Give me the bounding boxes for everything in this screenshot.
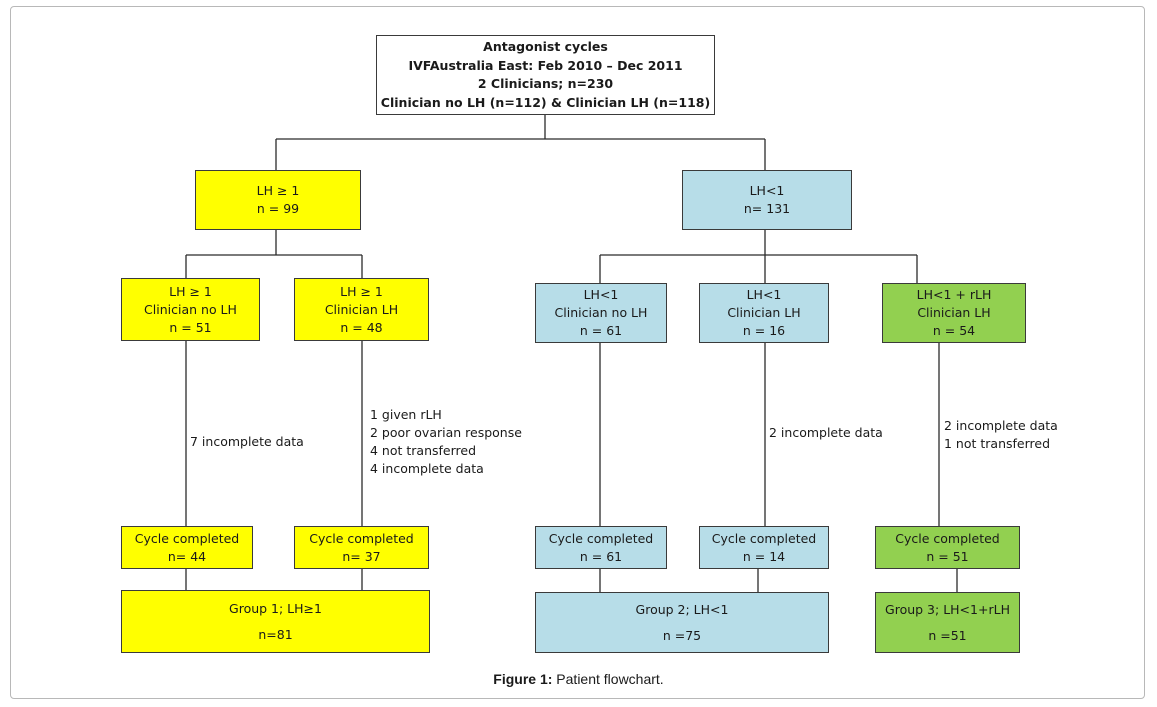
note-line: 2 incomplete data [944,418,1058,433]
box-count: n = 99 [256,201,300,216]
lh-high-clinician-nolh-box: LH ≥ 1 Clinician no LH n = 51 [121,278,260,341]
root-line-2: IVFAustralia East: Feb 2010 – Dec 2011 [408,57,683,73]
box-label: LH<1 [583,287,619,302]
lh-high-clinician-lh-box: LH ≥ 1 Clinician LH n = 48 [294,278,429,341]
note-low-lh: 2 incomplete data [769,424,883,442]
note-high-lh: 1 given rLH 2 poor ovarian response 4 no… [370,406,522,478]
box-count: n= 37 [342,548,381,564]
box-label: LH<1 [746,287,782,302]
note-line: 7 incomplete data [190,434,304,449]
note-line: 1 given rLH [370,407,442,422]
note-high-nolh: 7 incomplete data [190,433,304,451]
group-count: n=81 [258,626,293,642]
figure-caption: Figure 1: Patient flowchart. [0,671,1157,687]
box-clinician: Clinician LH [917,305,991,320]
box-count: n = 61 [579,323,623,338]
lh-low-box: LH<1 n= 131 [682,170,852,230]
group-label: Group 3; LH<1+rLH [885,601,1010,617]
box-label: LH ≥ 1 [256,183,300,198]
box-label: Cycle completed [309,530,414,546]
group-count: n =51 [928,627,967,643]
note-low-rlh: 2 incomplete data 1 not transferred [944,417,1058,453]
group-2-box: Group 2; LH<1 n =75 [535,592,829,653]
note-line: 2 poor ovarian response [370,425,522,440]
box-count: n = 48 [340,319,383,335]
note-line: 1 not transferred [944,436,1051,451]
box-label: LH<1 + rLH [916,287,992,302]
box-clinician: Clinician no LH [554,305,648,320]
group-3-box: Group 3; LH<1+rLH n =51 [875,592,1020,653]
box-count: n = 61 [579,548,623,564]
group-count: n =75 [662,627,702,643]
completed-low-lh-box: Cycle completed n = 14 [699,526,829,569]
box-count: n = 54 [932,323,976,338]
lh-low-rlh-box: LH<1 + rLH Clinician LH n = 54 [882,283,1026,343]
box-clinician: Clinician LH [727,305,801,320]
note-line: 4 not transferred [370,443,477,458]
box-count: n = 16 [742,323,786,338]
box-label: Cycle completed [711,530,817,546]
box-label: Cycle completed [895,530,1000,546]
note-line: 2 incomplete data [769,425,883,440]
box-label: LH<1 [749,183,785,198]
note-line: 4 incomplete data [370,461,484,476]
group-label: Group 1; LH≥1 [229,600,322,616]
completed-high-nolh-box: Cycle completed n= 44 [121,526,253,569]
box-count: n = 51 [169,319,212,335]
box-clinician: Clinician no LH [144,301,237,317]
lh-high-box: LH ≥ 1 n = 99 [195,170,361,230]
root-box: Antagonist cycles IVFAustralia East: Feb… [376,35,715,115]
box-count: n= 44 [167,548,207,564]
caption-text: Patient flowchart. [552,671,664,687]
caption-label: Figure 1: [493,671,553,687]
completed-low-nolh-box: Cycle completed n = 61 [535,526,667,569]
group-label: Group 2; LH<1 [635,601,729,617]
box-label: Cycle completed [134,530,240,546]
figure-frame [10,6,1145,699]
lh-low-clinician-nolh-box: LH<1 Clinician no LH n = 61 [535,283,667,343]
box-count: n= 131 [743,201,791,216]
completed-high-lh-box: Cycle completed n= 37 [294,526,429,569]
box-clinician: Clinician LH [324,301,399,317]
box-label: LH ≥ 1 [169,283,212,299]
lh-low-clinician-lh-box: LH<1 Clinician LH n = 16 [699,283,829,343]
root-line-3: 2 Clinicians; n=230 [477,76,614,91]
box-label: Cycle completed [548,530,654,546]
group-1-box: Group 1; LH≥1 n=81 [121,590,430,653]
box-count: n = 14 [742,548,786,564]
box-label: LH ≥ 1 [340,283,383,299]
completed-low-rlh-box: Cycle completed n = 51 [875,526,1020,569]
box-count: n = 51 [926,548,969,564]
root-line-1: Antagonist cycles [483,39,608,54]
root-line-4: Clinician no LH (n=112) & Clinician LH (… [380,94,711,110]
